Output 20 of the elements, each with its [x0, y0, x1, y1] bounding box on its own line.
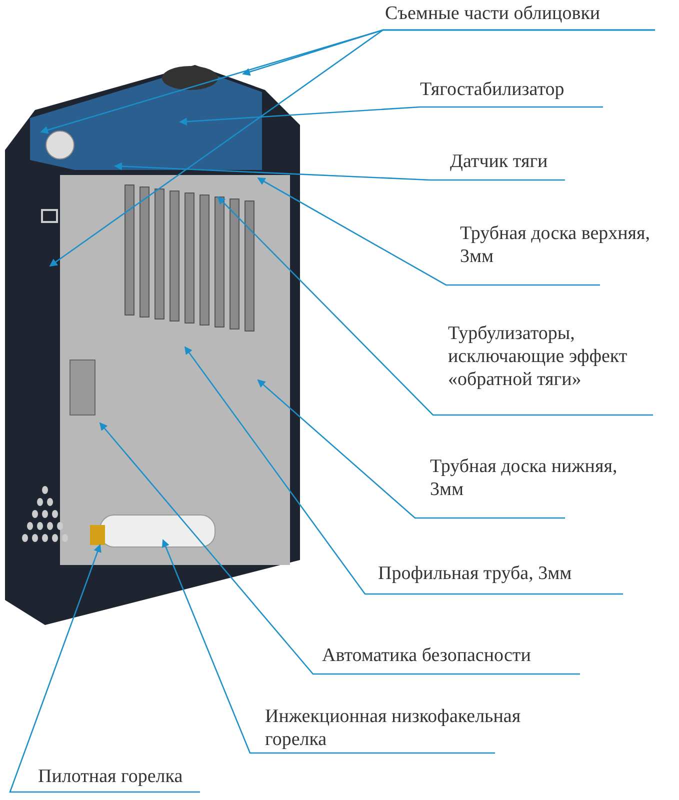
leader-line [257, 379, 565, 519]
part-label: Турбулизаторы, исключающие эффект «обратной тяги» [448, 322, 678, 391]
leader-line [179, 106, 603, 126]
leader-line [217, 196, 653, 416]
part-label: Пилотная горелка [38, 765, 248, 788]
part-label: Инжекционная низкофакельная горелка [265, 705, 525, 751]
part-label: Автоматика безопасности [322, 644, 592, 667]
leader-line [99, 422, 580, 675]
leader-line [114, 162, 565, 181]
leader-line [49, 29, 655, 267]
leader-line [257, 177, 600, 286]
part-label: Датчик тяги [450, 150, 650, 173]
part-label: Съемные части облицовки [385, 2, 675, 25]
part-label: Трубная доска верхняя, 3мм [460, 222, 660, 268]
part-label: Трубная доска нижняя, 3мм [430, 455, 630, 501]
leader-line [184, 346, 623, 595]
leader-line [162, 539, 495, 754]
leader-line [9, 544, 200, 793]
part-label: Профильная труба, 3мм [378, 562, 638, 585]
part-label: Тягостабилизатор [420, 78, 640, 101]
